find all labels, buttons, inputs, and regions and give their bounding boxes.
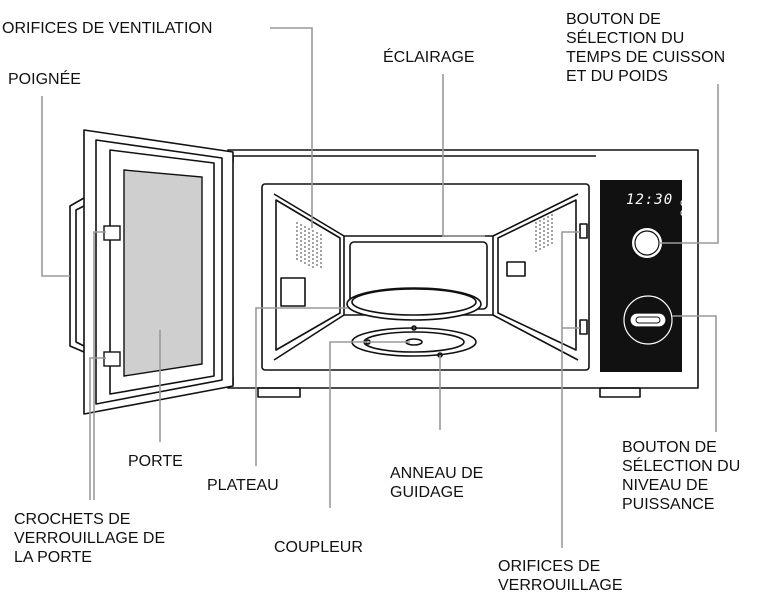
power-knob [623, 295, 673, 345]
leader-door-hooks-a [93, 231, 106, 500]
foot-left [257, 387, 301, 398]
vent-grid-left [296, 222, 322, 268]
leader-coupler [329, 341, 410, 508]
vent-grid-right [535, 214, 553, 252]
turntable-plate [346, 287, 482, 321]
label-vents: ORIFICES DE VENTILATION [2, 20, 213, 37]
leader-lock-holes [561, 231, 580, 548]
control-panel [600, 180, 682, 372]
lock-hole-top [579, 223, 588, 239]
label-handle: POIGNÉE [8, 71, 81, 88]
label-door-hooks: CROCHETS DE VERROUILLAGE DE LA PORTE [14, 511, 166, 566]
cavity [261, 183, 590, 371]
leader-time-knob [660, 84, 719, 244]
leader-power-knob [672, 315, 717, 432]
door-hook-top [103, 225, 121, 241]
label-plate: PLATEAU [207, 477, 279, 494]
leader-handle [41, 96, 70, 277]
lock-hole-bottom [579, 319, 588, 335]
leader-lighting [442, 74, 485, 237]
label-door: PORTE [128, 453, 183, 470]
clock-icon [680, 199, 688, 207]
label-lighting: ÉCLAIRAGE [383, 49, 475, 66]
handle [69, 197, 85, 353]
label-guide-ring: ANNEAU DE GUIDAGE [390, 465, 484, 501]
label-lock-holes: ORIFICES DE VERROUILLAGE [498, 558, 623, 594]
door-hook-bottom [103, 351, 121, 367]
time-knob [630, 226, 664, 260]
leader-door-hooks-b [89, 357, 106, 500]
foot-right [599, 387, 641, 398]
leader-plate [255, 307, 348, 466]
label-coupler: COUPLEUR [274, 539, 363, 556]
label-time-knob: BOUTON DE SÉLECTION DU TEMPS DE CUISSON … [566, 11, 726, 85]
label-power-knob: BOUTON DE SÉLECTION DU NIVEAU DE PUISSAN… [622, 439, 741, 513]
clock-display: 12:30 [626, 192, 674, 208]
door-glass [123, 169, 203, 377]
leader-vents [270, 27, 313, 228]
